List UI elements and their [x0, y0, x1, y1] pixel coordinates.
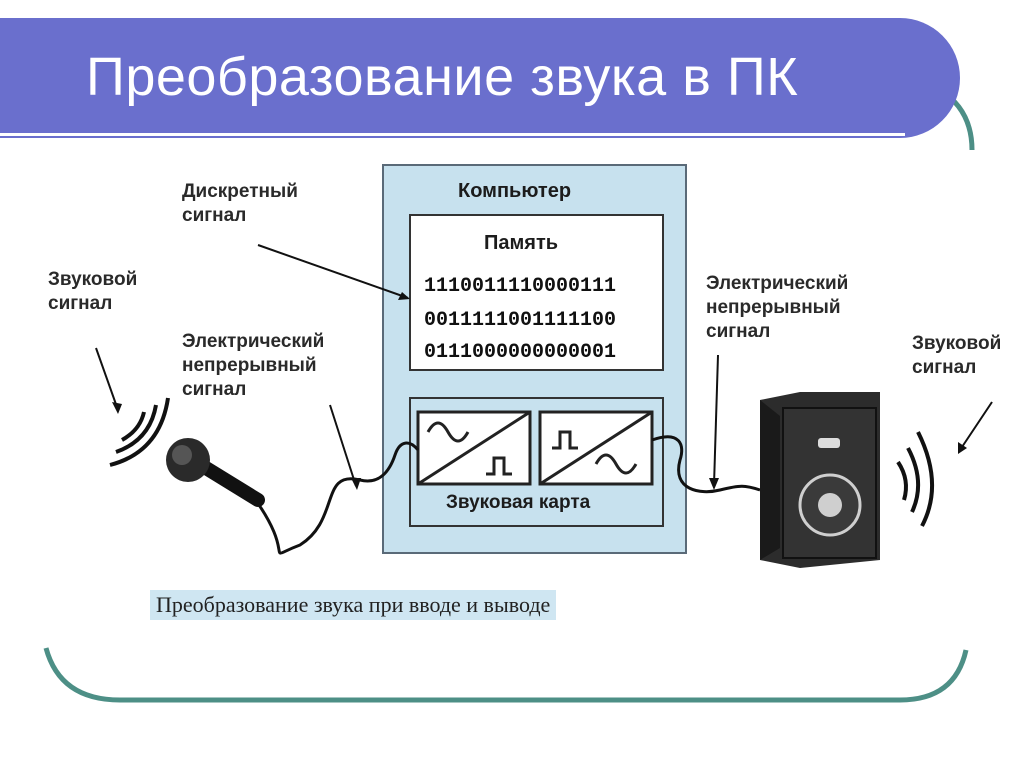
electric-signal-label-right: Электрический непрерывный сигнал [706, 273, 849, 342]
binary-row: 0111000000000001 [424, 341, 617, 364]
sound-signal-label-right: Звуковой сигнал [912, 333, 1002, 378]
electric-signal-label-left: Электрический непрерывный сигнал [182, 331, 325, 400]
adc-converter-icon [416, 410, 532, 486]
sound-signal-label-left: Звуковой сигнал [48, 269, 138, 314]
computer-title: Компьютер [458, 180, 572, 202]
sound-wave-icon-right [896, 431, 935, 527]
pointer-lines [95, 244, 993, 487]
speaker-icon [760, 392, 880, 568]
dac-converter-icon [538, 410, 654, 486]
microphone-icon [166, 438, 265, 507]
figure-caption: Преобразование звука при вводе и выводе [150, 590, 557, 620]
pointer-arrowheads [112, 292, 967, 490]
binary-row: 1110011110000111 [424, 275, 617, 298]
memory-title: Память [484, 232, 559, 254]
memory-box [409, 214, 664, 371]
cable-left [250, 441, 420, 555]
cable-right [651, 435, 761, 494]
sound-card-label: Звуковая карта [446, 492, 591, 513]
title-bar [0, 18, 960, 138]
binary-row: 0011111001111100 [424, 309, 617, 332]
discrete-signal-label: Дискретный сигнал [182, 181, 298, 226]
slide-title: Преобразование звука в ПК [86, 47, 799, 107]
title-underline [0, 133, 905, 136]
sound-wave-icon-left [109, 397, 170, 467]
